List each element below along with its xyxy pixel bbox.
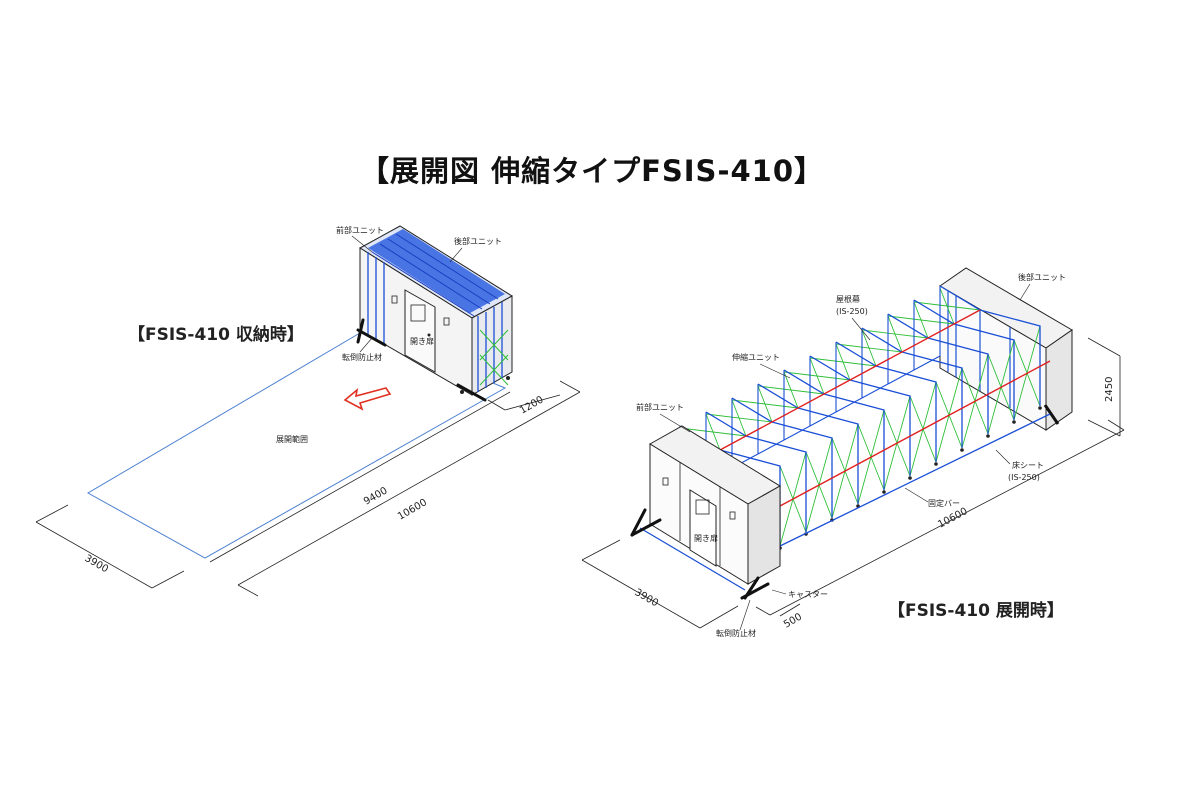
deployed-anti-tip-label: 転倒防止材 [716,628,756,638]
floor-sheet-code: (IS-250) [1008,473,1040,482]
roof-sheet-label: 屋根幕 [836,294,860,304]
roof-sheet-code: (IS-250) [836,307,868,316]
caster-wheel [1012,420,1016,424]
deployed-dim-offset: 500 [782,612,804,631]
cross-brace [939,287,955,325]
stored-unit [356,225,513,402]
stored-anti-tip-label: 転倒防止材 [342,352,382,362]
roof-ridge-line [719,309,981,451]
deployed-door-label: 開き扉 [694,533,718,543]
cross-brace [835,343,851,381]
cross-brace [887,315,903,353]
page-title: 【展開図 伸縮タイプFSIS-410】 [359,154,825,188]
cross-brace [757,385,773,423]
deployed-dim-total-length: 10600 [936,506,969,531]
bottom-rail [779,413,1051,547]
floor-sheet-line [779,360,1051,507]
caster-label: キャスター [788,590,828,599]
cross-brace [783,371,799,409]
stored-view: 前部ユニット 後部ユニット 開き扉 転倒防止材 展開範囲 3900 9400 1… [35,225,581,597]
caster-wheel [1038,406,1042,410]
deployed-rear-unit [939,267,1073,431]
caster-wheel [960,448,964,452]
deployed-door [689,489,717,567]
deploy-range-label: 展開範囲 [276,434,308,444]
floor-sheet-label: 床シート [1012,460,1044,470]
stored-door-label: 開き扉 [410,336,434,346]
caster-wheel [882,490,886,494]
stored-front-unit-label: 前部ユニット [336,225,384,235]
stored-rear-unit-label: 後部ユニット [454,236,502,246]
telescopic-unit-label: 伸縮ユニット [732,352,780,362]
stored-door [404,289,436,373]
deployed-front-unit [630,425,781,600]
stored-dim-unit-depth: 1200 [518,394,546,416]
deployed-view: 後部ユニット 屋根幕 (IS-250) 伸縮ユニット 前部ユニット 床シート (… [581,267,1125,638]
stored-caption: 【FSIS-410 収納時】 [128,325,304,345]
cross-brace [861,329,877,367]
caster-wheel [986,434,990,438]
cross-brace [731,399,747,437]
deployed-caption: 【FSIS-410 展開時】 [888,601,1064,621]
deploy-direction-arrow [343,387,392,411]
cross-brace [913,301,929,339]
caster-wheel [908,476,912,480]
fixed-bar-label: 固定バー [928,498,960,508]
caster-wheel [934,462,938,466]
cross-brace [705,413,721,451]
cross-brace [809,357,825,395]
stored-dim-total-length: 10600 [396,497,429,522]
stored-dim-range-length: 9400 [362,485,390,507]
deployed-dim-width: 3900 [633,587,661,609]
deployed-front-unit-label: 前部ユニット [636,402,684,412]
deployed-dim-height: 2450 [1104,377,1115,402]
deployed-rear-unit-label: 後部ユニット [1018,272,1066,282]
